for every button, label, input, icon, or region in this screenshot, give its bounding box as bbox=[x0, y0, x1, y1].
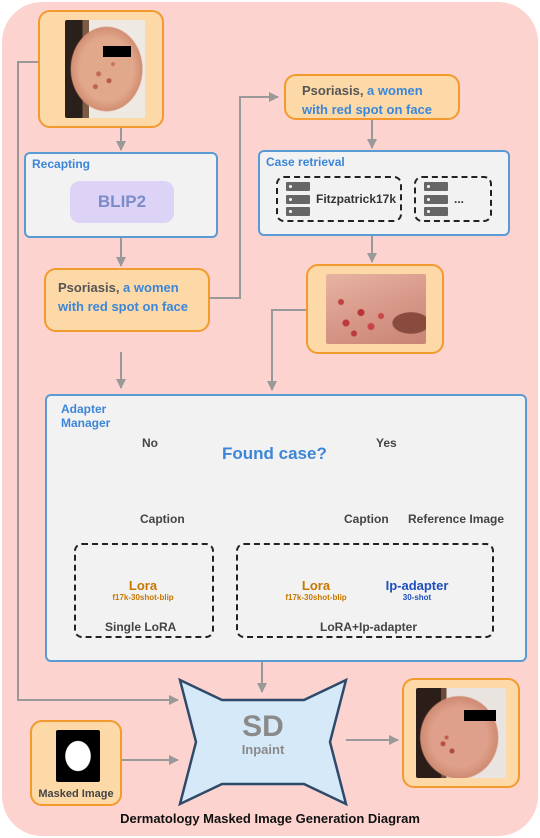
other-database: ... bbox=[414, 176, 492, 222]
query-term: Psoriasis, bbox=[302, 83, 364, 98]
sd-subtitle: Inpaint bbox=[241, 742, 285, 757]
database-icon bbox=[286, 182, 310, 216]
adapter-manager-panel: Adapter Manager bbox=[45, 394, 527, 662]
database-label: Fitzpatrick17k bbox=[316, 192, 397, 206]
fitzpatrick-database: Fitzpatrick17k bbox=[276, 176, 402, 222]
lora-title: Lora bbox=[128, 578, 158, 593]
arrow-caption-to-query bbox=[210, 92, 279, 299]
ip-adapter-title: Ip-adapter bbox=[385, 578, 449, 593]
combo-lora-title: Lora bbox=[301, 578, 331, 593]
arrow-image-to-adapter bbox=[267, 309, 306, 391]
sd-inpaint-bowtie bbox=[178, 677, 348, 807]
masked-image-card: Masked Image bbox=[30, 720, 122, 806]
found-case-label: Found case? bbox=[222, 444, 327, 463]
lora-sub: f17k-30shot-blip bbox=[112, 593, 174, 602]
sd-title: SD bbox=[242, 710, 284, 743]
adapter-title-line2: Manager bbox=[61, 416, 111, 430]
caption-label-left: Caption bbox=[140, 512, 185, 526]
query-description: a women with red spot on face bbox=[302, 83, 433, 117]
retrieved-skin-image bbox=[326, 274, 426, 344]
recapting-panel: Recapting BLIP2 bbox=[24, 152, 218, 238]
input-image-card bbox=[38, 10, 164, 128]
caption-label-right: Caption bbox=[344, 512, 389, 526]
single-lora-text: Lora f17k-30shot-blip bbox=[98, 578, 188, 603]
no-label: No bbox=[142, 436, 158, 450]
database-label-more: ... bbox=[454, 192, 465, 206]
diagram-caption: Dermatology Masked Image Generation Diag… bbox=[120, 811, 420, 826]
combo-label: LoRA+Ip-adapter bbox=[320, 620, 418, 634]
database-icon bbox=[424, 182, 448, 216]
censor-bar bbox=[103, 46, 131, 57]
recapting-title: Recapting bbox=[32, 157, 91, 171]
ip-adapter-text: Ip-adapter 30-shot bbox=[372, 578, 462, 603]
caption-term: Psoriasis, bbox=[58, 280, 120, 295]
generated-caption-box: Psoriasis, a women with red spot on face bbox=[44, 268, 210, 332]
input-face-image bbox=[65, 20, 145, 118]
yes-label: Yes bbox=[376, 436, 397, 450]
masked-image-label: Masked Image bbox=[38, 788, 114, 800]
output-image-card bbox=[402, 678, 520, 788]
retrieved-case-card bbox=[306, 264, 444, 354]
lora-ip-adapter-box bbox=[236, 543, 494, 638]
case-retrieval-panel: Case retrieval Fitzpatrick17k ... bbox=[258, 150, 510, 236]
case-retrieval-title: Case retrieval bbox=[266, 155, 345, 169]
mask-image bbox=[56, 730, 100, 782]
arrow-input-to-sd bbox=[17, 61, 179, 705]
query-caption-box: Psoriasis, a women with red spot on face bbox=[284, 74, 460, 120]
single-lora-label: Single LoRA bbox=[105, 620, 177, 634]
output-face-image bbox=[416, 688, 506, 778]
single-lora-box bbox=[74, 543, 214, 638]
blip2-model: BLIP2 bbox=[70, 181, 174, 223]
reference-image-label: Reference Image bbox=[408, 512, 505, 526]
combo-lora-sub: f17k-30shot-blip bbox=[285, 593, 347, 602]
combo-lora-text: Lora f17k-30shot-blip bbox=[272, 578, 360, 603]
caption-description: a women with red spot on face bbox=[58, 280, 189, 314]
ip-adapter-sub: 30-shot bbox=[402, 593, 432, 602]
censor-bar-output bbox=[464, 710, 496, 721]
adapter-title-line1: Adapter bbox=[61, 402, 107, 416]
